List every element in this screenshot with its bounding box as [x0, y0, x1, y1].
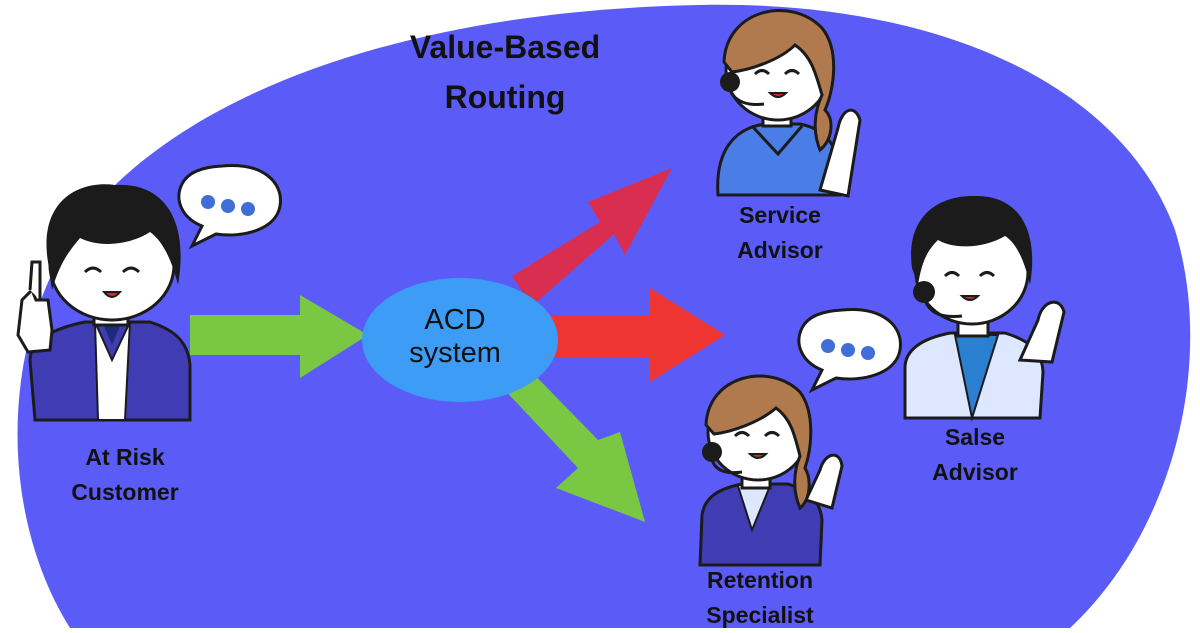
- title-line-1: Value-Based: [409, 29, 601, 65]
- arrow-acd-to-retention: [500, 362, 645, 522]
- arrow-customer-to-acd: [190, 295, 368, 378]
- acd-label-line-2: system: [409, 337, 501, 369]
- sales-label-line-1: Salse: [944, 424, 1006, 450]
- acd-label-line-1: ACD: [424, 304, 486, 336]
- service-label-line-2: Advisor: [737, 237, 823, 263]
- arrow-acd-to-sales: [545, 288, 725, 382]
- sales-label-line-2: Advisor: [932, 459, 1018, 485]
- businessman-pointing-icon: [16, 184, 192, 422]
- arrow-acd-to-service: [512, 168, 672, 306]
- service-advisor-label: Service Advisor: [690, 198, 870, 268]
- diagram-title: Value-Based Routing: [340, 22, 670, 122]
- customer-label: At Risk Customer: [30, 440, 220, 510]
- acd-node-label: ACD system: [380, 304, 530, 370]
- acd-node: [362, 278, 558, 402]
- retention-specialist-label: Retention Specialist: [660, 563, 860, 633]
- customer-label-line-2: Customer: [71, 479, 179, 505]
- female-operator-headset-icon: [716, 9, 862, 198]
- service-label-line-1: Service: [739, 202, 821, 228]
- retention-label-line-2: Specialist: [706, 602, 814, 628]
- retention-label-line-1: Retention: [706, 567, 814, 593]
- male-operator-headset-icon: [903, 195, 1066, 422]
- sales-advisor-label: Salse Advisor: [890, 420, 1060, 490]
- customer-label-line-1: At Risk: [85, 444, 165, 470]
- female-operator-headset-icon: [698, 374, 844, 567]
- title-line-2: Routing: [444, 79, 566, 115]
